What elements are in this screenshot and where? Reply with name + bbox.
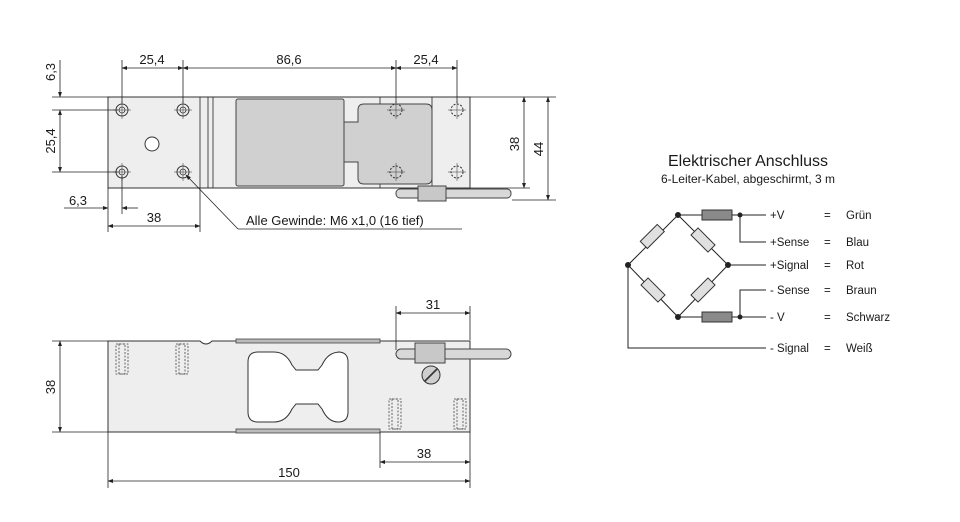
wiring-subtitle: 6-Leiter-Kabel, abgeschirmt, 3 m <box>661 172 835 186</box>
eq-sign: = <box>824 237 831 249</box>
dim-right-block: 38 <box>417 446 431 461</box>
dim-total-height: 44 <box>531 142 546 156</box>
dim-cable-offset: 31 <box>426 297 440 312</box>
dim-middle-span: 86,6 <box>276 52 301 67</box>
signal-minus-signal: - Signal <box>770 343 809 355</box>
dim-inner-height: 38 <box>507 137 522 151</box>
dim-right-hole-spacing: 25,4 <box>413 52 438 67</box>
eq-sign: = <box>824 312 831 324</box>
bridge-resistor-icon <box>639 223 716 303</box>
dim-side-height: 38 <box>43 380 58 394</box>
dim-vertical-hole-spacing: 25,4 <box>43 128 58 153</box>
color-weiss: Weiß <box>846 343 873 355</box>
signal-plus-sense: +Sense <box>770 237 809 249</box>
color-braun: Braun <box>846 285 877 297</box>
signal-minus-v: - V <box>770 312 785 324</box>
signal-minus-sense: - Sense <box>770 285 810 297</box>
top-view: 25,4 86,6 25,4 6,3 25,4 6,3 38 38 44 All… <box>43 52 556 232</box>
signal-plus-signal: +Signal <box>770 260 809 272</box>
dim-bottom-left: 38 <box>147 210 161 225</box>
thread-note: Alle Gewinde: M6 x1,0 (16 tief) <box>246 213 424 228</box>
dim-edge-offset-left: 6,3 <box>69 193 87 208</box>
eq-sign: = <box>824 260 831 272</box>
dim-left-hole-spacing: 25,4 <box>139 52 164 67</box>
color-blau: Blau <box>846 237 869 249</box>
color-rot: Rot <box>846 260 865 272</box>
eq-sign: = <box>824 210 831 222</box>
color-schwarz: Schwarz <box>846 312 890 324</box>
eq-sign: = <box>824 343 831 355</box>
through-hole-icon <box>144 136 160 152</box>
side-view: 38 31 38 150 <box>43 297 512 488</box>
eq-sign: = <box>824 285 831 297</box>
threaded-hole-icon <box>113 101 466 181</box>
wiring-diagram: Elektrischer Anschluss 6-Leiter-Kabel, a… <box>625 153 890 355</box>
compensation-resistor-icon <box>701 209 733 221</box>
color-gruen: Grün <box>846 210 872 222</box>
compensation-resistor-icon <box>701 311 733 323</box>
dim-edge-offset-top: 6,3 <box>43 63 58 81</box>
signal-plus-v: +V <box>770 210 785 222</box>
dim-total-length: 150 <box>278 465 300 480</box>
wiring-title: Elektrischer Anschluss <box>668 153 828 170</box>
